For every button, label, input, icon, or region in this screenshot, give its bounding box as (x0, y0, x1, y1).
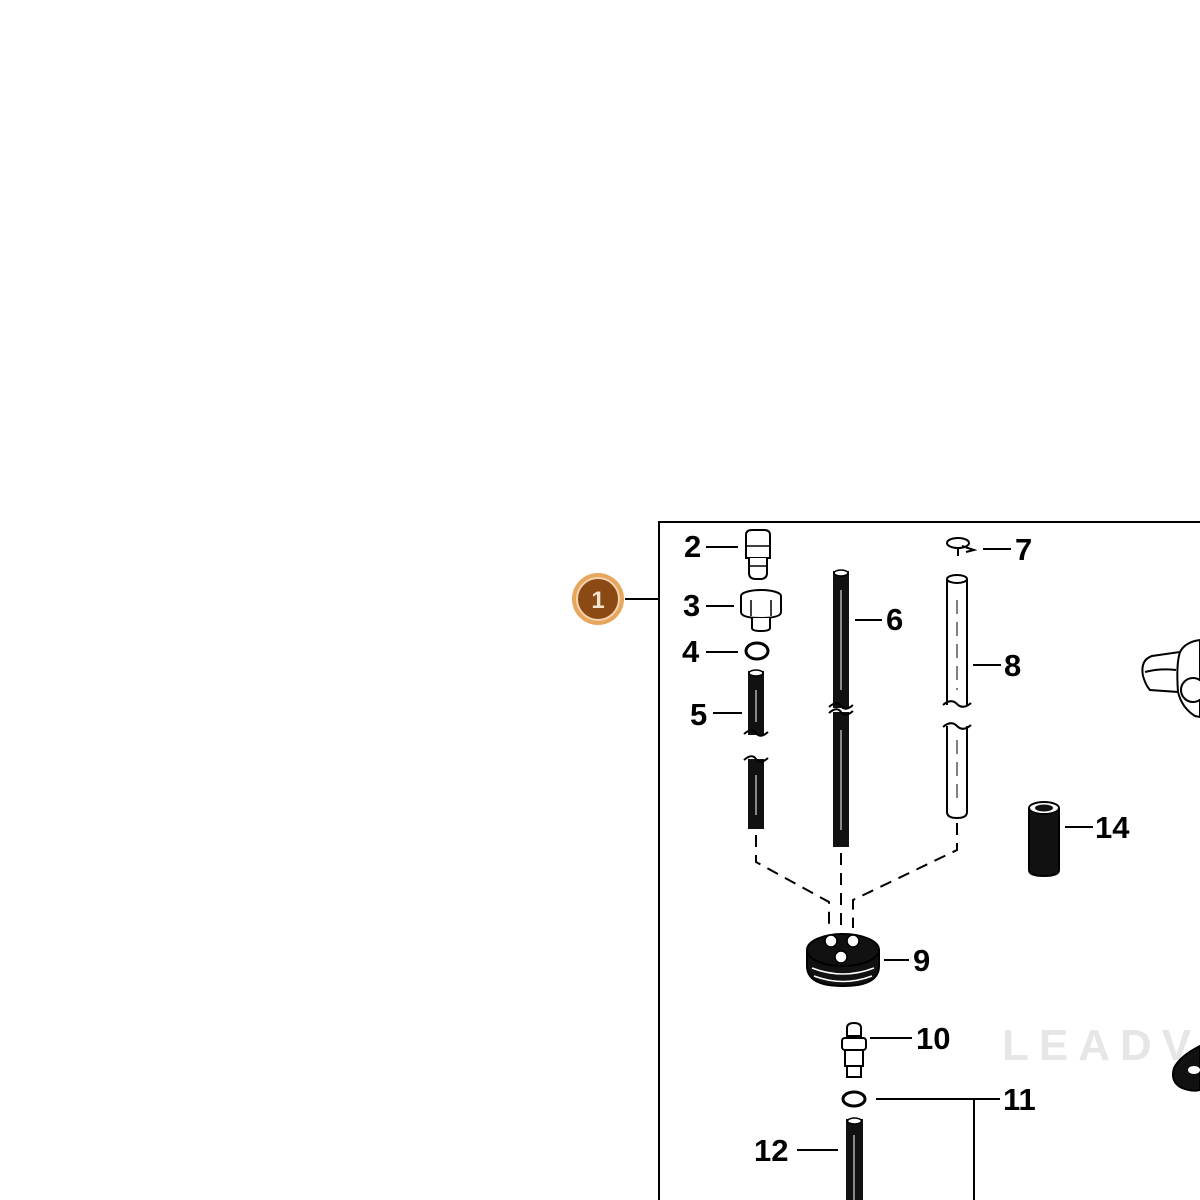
partial-bracket-part[interactable] (1141, 638, 1200, 719)
callout-2[interactable]: 2 (684, 529, 701, 564)
part-11-o-ring[interactable] (841, 1090, 867, 1108)
callout-6[interactable]: 6 (886, 602, 903, 637)
callout-12[interactable]: 12 (754, 1133, 788, 1168)
assembly-dash-lines (755, 823, 958, 945)
part-8-clear-hose[interactable] (942, 574, 972, 820)
badge-core (576, 577, 620, 621)
callout-11[interactable]: 11 (1003, 1082, 1036, 1117)
part-14-sleeve[interactable] (1028, 801, 1060, 878)
part-9-grommet[interactable] (806, 933, 880, 988)
part-7-clip[interactable] (946, 537, 978, 556)
part-2-fitting[interactable] (745, 529, 771, 580)
callout-7[interactable]: 7 (1015, 532, 1032, 567)
part-12-fuel-hose[interactable] (846, 1117, 863, 1200)
callout-5[interactable]: 5 (690, 697, 707, 732)
callout-3[interactable]: 3 (683, 588, 700, 623)
watermark-text: LEADV (1002, 1021, 1200, 1070)
leader-11 (876, 1098, 1000, 1200)
part-6-fuel-hose[interactable] (828, 569, 854, 847)
part-4-o-ring[interactable] (744, 641, 770, 661)
partial-black-part[interactable] (1172, 1044, 1200, 1092)
part-5-fuel-hose[interactable] (743, 669, 769, 829)
callout-8[interactable]: 8 (1004, 648, 1021, 683)
part-10-connector[interactable] (841, 1021, 867, 1078)
callout-9[interactable]: 9 (913, 943, 930, 978)
badge-label: 1 (591, 587, 604, 614)
callout-14[interactable]: 14 (1095, 810, 1130, 845)
group-frame (658, 521, 1200, 1200)
callout-10[interactable]: 10 (916, 1021, 950, 1056)
callout-4[interactable]: 4 (682, 634, 700, 669)
part-3-nut[interactable] (740, 589, 782, 633)
assembly-badge-1[interactable]: 1 (572, 573, 624, 625)
